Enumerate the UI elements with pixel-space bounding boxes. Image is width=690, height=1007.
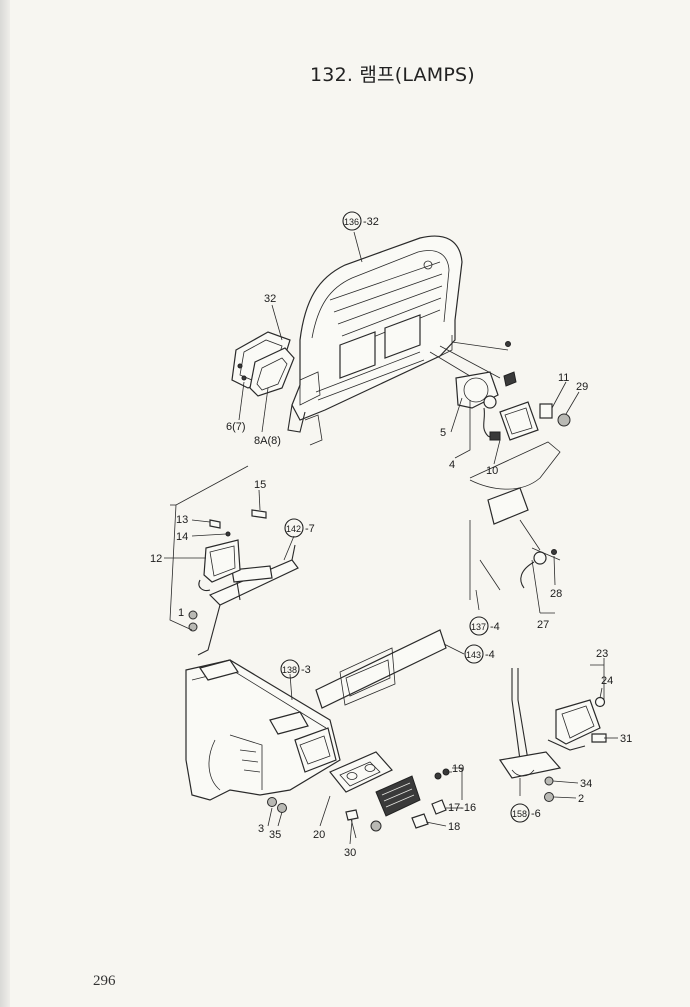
svg-text:-3: -3: [301, 664, 311, 676]
svg-text:137: 137: [471, 622, 486, 632]
callout-137-4: 137 -4: [469, 616, 500, 636]
svg-text:142: 142: [286, 524, 301, 534]
label-29: 29: [576, 381, 588, 393]
part-labels: 32 6(7) 8A(8) 5 4 10 11 29 15 13 14 12 1…: [150, 293, 632, 859]
svg-text:-7: -7: [305, 523, 315, 535]
callout-158-6: 158 -6: [510, 803, 541, 823]
label-30: 30: [344, 847, 356, 859]
boom-arm: [315, 629, 447, 709]
label-12: 12: [150, 553, 162, 565]
callout-138-3: 138 -3: [280, 659, 311, 679]
label-23: 23: [596, 648, 608, 660]
label-4: 4: [449, 459, 455, 471]
label-13: 13: [176, 514, 188, 526]
label-27: 27: [537, 619, 549, 631]
page-binding-edge: [0, 0, 10, 1007]
label-3: 3: [258, 823, 264, 835]
svg-text:-32: -32: [363, 216, 379, 228]
label-10: 10: [486, 465, 498, 477]
label-6-7: 6(7): [226, 421, 246, 433]
label-18: 18: [448, 821, 460, 833]
label-35: 35: [269, 829, 281, 841]
svg-text:136: 136: [344, 217, 359, 227]
svg-text:-6: -6: [531, 808, 541, 820]
cab-roof-housing: [287, 235, 463, 446]
label-14: 14: [176, 531, 188, 543]
label-24: 24: [601, 675, 613, 687]
svg-text:143: 143: [466, 650, 481, 660]
label-8a-8: 8A(8): [254, 435, 281, 447]
label-20: 20: [313, 829, 325, 841]
svg-text:138: 138: [282, 665, 297, 675]
label-17-16: 17-16: [448, 802, 476, 814]
page-title: 132. 램프(LAMPS): [310, 64, 475, 86]
cab-light-bracket-group: [498, 668, 607, 802]
rear-lamp-group: [329, 751, 450, 839]
label-2: 2: [578, 793, 584, 805]
label-15: 15: [254, 479, 266, 491]
page-number: 296: [93, 973, 116, 989]
label-5: 5: [440, 427, 446, 439]
label-28: 28: [550, 588, 562, 600]
lamp-cover-group: [231, 331, 295, 397]
svg-text:-4: -4: [490, 621, 500, 633]
callout-136-32: 136 -32: [342, 211, 379, 231]
leader-lines: [164, 231, 618, 845]
callout-142-7: 142 -7: [284, 518, 315, 538]
label-11: 11: [558, 372, 569, 384]
upper-frame: [185, 659, 341, 813]
svg-text:158: 158: [512, 809, 527, 819]
fender-lamp-group: [469, 441, 561, 600]
svg-text:-4: -4: [485, 649, 495, 661]
boom-lamp-group: [169, 465, 299, 656]
label-32: 32: [264, 293, 276, 305]
label-34: 34: [580, 778, 592, 790]
label-1: 1: [178, 607, 184, 619]
label-31: 31: [620, 733, 632, 745]
callout-143-4: 143 -4: [464, 644, 495, 664]
label-19: 19: [452, 763, 464, 775]
roof-work-lamp-group: [429, 341, 571, 441]
